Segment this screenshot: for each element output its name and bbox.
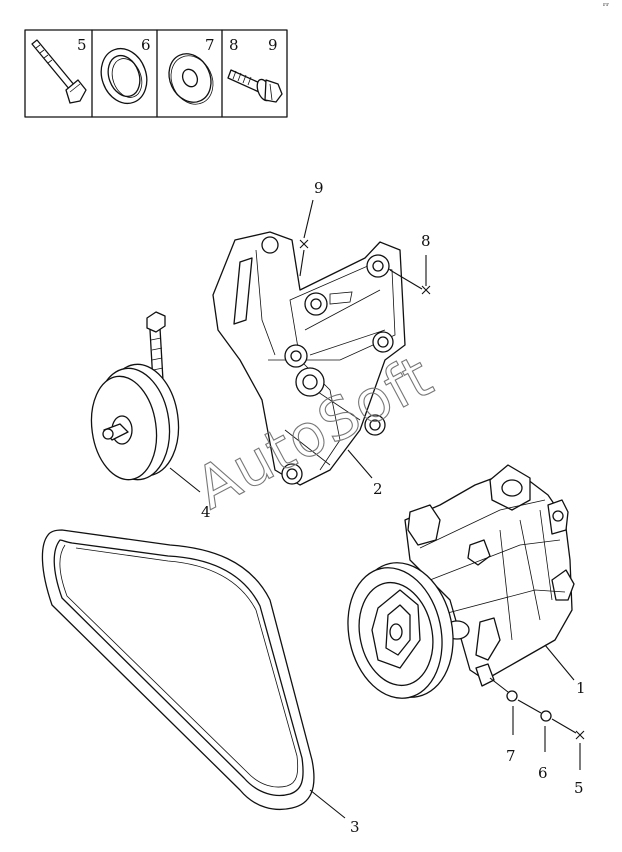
- idler-pulley: [90, 311, 180, 481]
- callout-6: 6: [538, 764, 548, 782]
- long-bolt-icon: [31, 39, 87, 104]
- flat-washer-icon: [168, 53, 214, 105]
- callout-7: 7: [506, 747, 516, 765]
- legend-number: 5: [77, 36, 87, 54]
- callout-3: 3: [350, 818, 360, 836]
- ac-compressor: [347, 464, 575, 699]
- corner-mark: ʳʳ: [603, 2, 609, 12]
- callout-8: 8: [421, 232, 431, 250]
- callout-5: 5: [574, 779, 584, 797]
- legend-number: 6: [141, 36, 151, 54]
- callout-2: 2: [373, 480, 383, 498]
- callout-1: 1: [576, 679, 586, 697]
- compressor-bracket: [212, 231, 406, 486]
- legend-number: 9: [268, 36, 278, 54]
- callout-9: 9: [314, 179, 324, 197]
- callout-labels: 1 2 3 4 5 6 7 8 9: [201, 179, 586, 836]
- legend-number: 8: [229, 36, 239, 54]
- o-ring-icon: [100, 47, 148, 105]
- legend-number: 7: [205, 36, 215, 54]
- callout-4: 4: [201, 503, 211, 521]
- flange-bolt-icon: [227, 69, 283, 103]
- drive-belt: [41, 529, 315, 811]
- leader-lines: [169, 199, 585, 819]
- parts-legend: 5 6 7 8 9: [24, 29, 288, 118]
